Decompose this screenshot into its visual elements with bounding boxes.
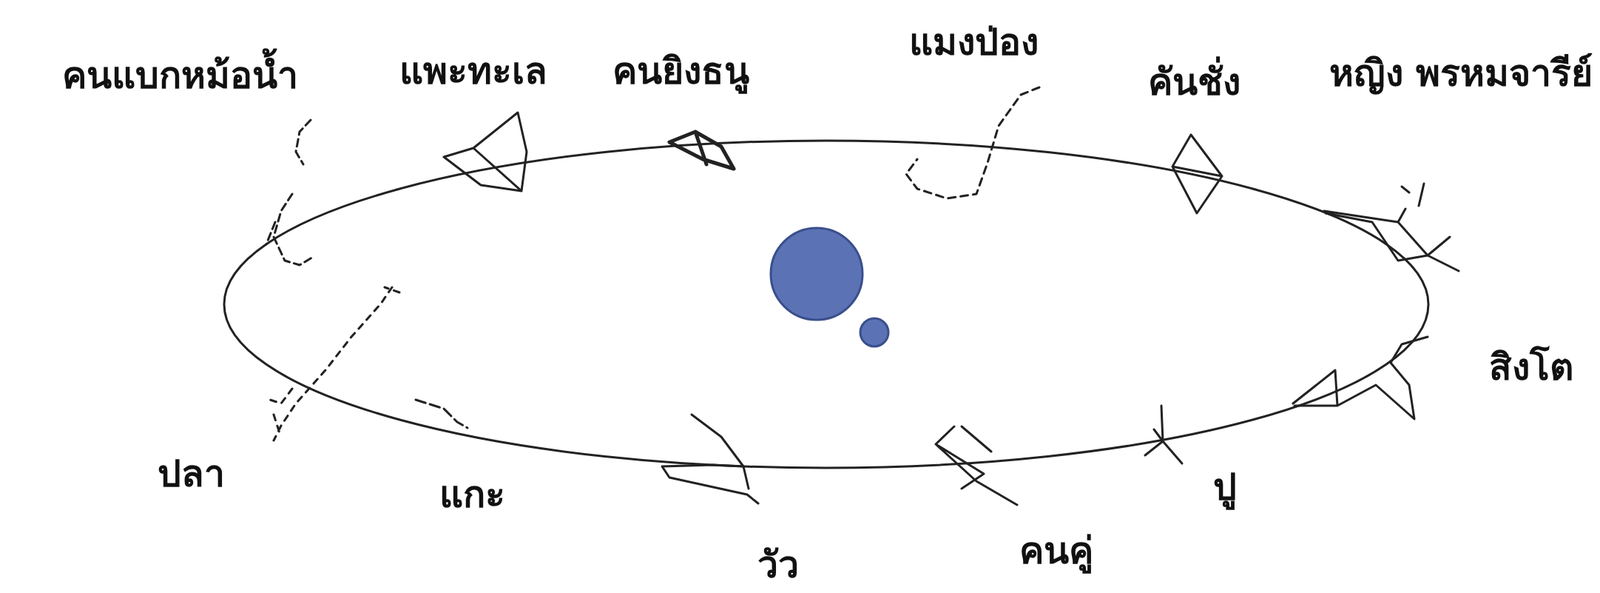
earth — [860, 318, 889, 347]
pisces-figure — [269, 287, 400, 441]
gemini-figure — [935, 426, 1018, 505]
sagittarius-figure — [669, 131, 734, 169]
sun — [770, 227, 863, 320]
constellation-label: คันชั่ง — [1148, 61, 1241, 105]
virgo-figure — [1324, 183, 1459, 271]
constellation-label: หญิง พรหมจารีย์ — [1327, 52, 1595, 96]
constellation-label: ปลา — [157, 452, 225, 496]
cancer-figure — [1145, 405, 1183, 464]
constellation-label: คนแบกหม้อน้ำ — [62, 54, 299, 98]
taurus-figure — [662, 414, 759, 504]
ecliptic-orbit — [224, 140, 1429, 468]
constellation-label: แมงป่อง — [909, 21, 1039, 65]
leo-figure — [1293, 336, 1428, 419]
libra-figure — [1172, 134, 1223, 214]
aquarius-figure — [266, 119, 315, 265]
constellation-label: วัว — [757, 543, 799, 587]
constellation-label: ปู — [1213, 466, 1237, 509]
constellation-label: สิงโต — [1489, 346, 1574, 390]
constellation-label: แกะ — [439, 473, 506, 517]
constellation-label: คนยิงธนู — [612, 50, 750, 94]
capricornus-figure — [443, 112, 527, 191]
scorpius-figure — [906, 87, 1040, 199]
constellation-label: คนคู่ — [1019, 529, 1094, 573]
aries-figure — [415, 399, 468, 428]
constellation-label: แพะทะเล — [399, 50, 548, 94]
